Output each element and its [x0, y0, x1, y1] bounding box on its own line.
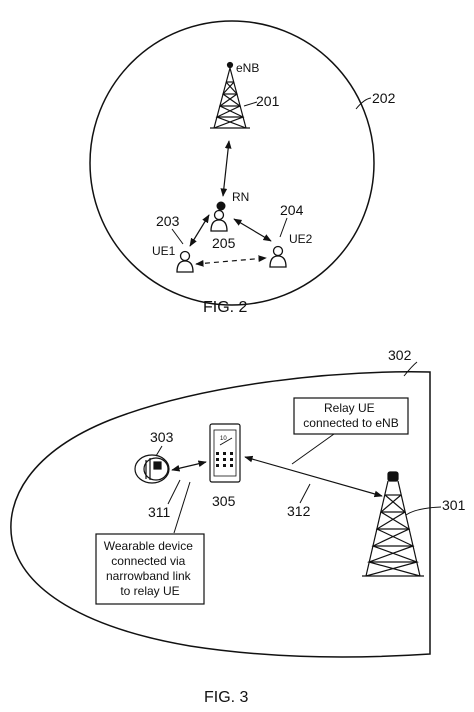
wearable-callout-text: Wearable device connected via narrowband… [104, 539, 197, 598]
wearable-callout-box [95, 533, 205, 605]
ue2-label: UE2 [289, 232, 313, 246]
rn-ref: 205 [212, 235, 236, 251]
relay-ref: 305 [212, 493, 236, 509]
phone-display-text: 10 [220, 436, 227, 442]
enb-ref: 201 [256, 93, 280, 109]
enb-label: eNB [236, 61, 259, 75]
relay-ue-callout-box [293, 397, 409, 435]
ue2-ref: 204 [280, 202, 304, 218]
narrowband-link [171, 460, 207, 472]
relay-node-dot [216, 201, 226, 211]
wearable-ref: 303 [150, 429, 174, 445]
fig2-caption: FIG. 2 [203, 299, 248, 316]
fig2: eNB 201 202 RN 205 UE1 UE2 203 204 FIG. … [89, 20, 396, 316]
ue1-ue2-sidelink [195, 255, 267, 267]
relay-phone-icon [209, 423, 241, 483]
ue1-person-icon [176, 250, 194, 273]
rn-ue1-link [189, 214, 210, 247]
tower-ref: 301 [442, 497, 466, 513]
rn-label: RN [232, 190, 249, 204]
enb-rn-link [220, 140, 232, 197]
cell-ref-302: 302 [388, 347, 412, 363]
enb-tower-icon [210, 61, 250, 129]
relay-ue-callout-text: Relay UE connected to eNB [303, 401, 398, 430]
relay-node-person-icon [210, 209, 228, 232]
fig3: 302 Relay UE connected to eNB 303 [10, 347, 466, 706]
cell-ref: 202 [372, 90, 396, 106]
narrowband-link-ref: 311 [148, 504, 171, 520]
cellular-link-ref: 312 [287, 503, 311, 519]
smartwatch-icon [134, 454, 170, 484]
rn-ue2-link [233, 218, 272, 242]
cell-coverage-area [10, 371, 431, 658]
cell-coverage-circle [89, 20, 375, 306]
cellular-link [244, 455, 383, 498]
ue2-person-icon [269, 245, 287, 268]
fig3-caption: FIG. 3 [204, 689, 249, 706]
ue1-ref: 203 [156, 213, 180, 229]
ue1-label: UE1 [152, 244, 176, 258]
base-station-tower-icon [362, 471, 424, 577]
